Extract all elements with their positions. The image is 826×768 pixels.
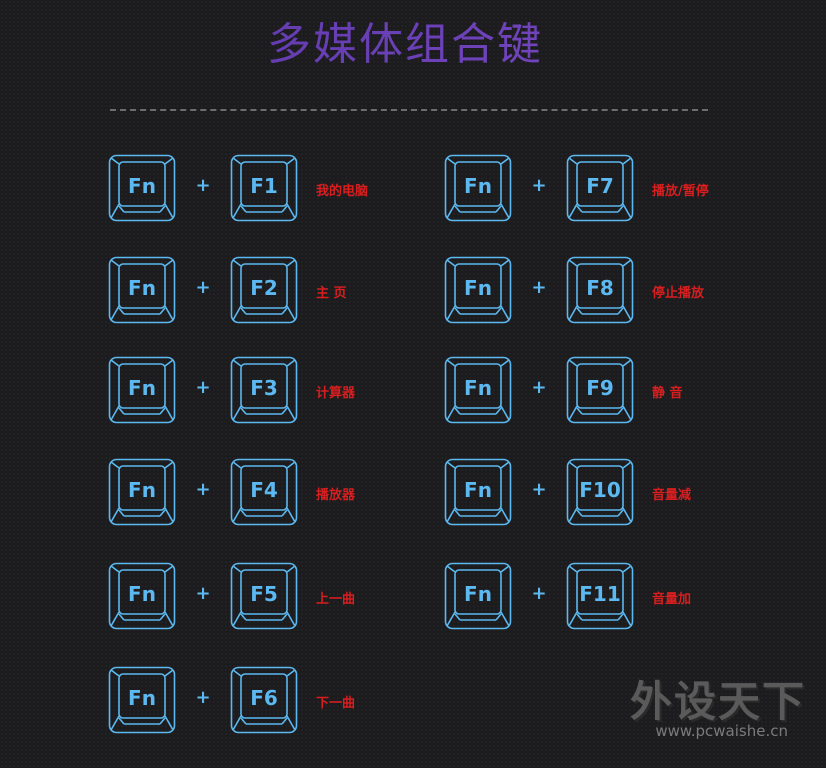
key-label: Fn	[128, 174, 156, 198]
fn-key: Fn	[108, 256, 176, 324]
plus-sign: +	[531, 277, 547, 298]
plus-sign: +	[531, 479, 547, 500]
dashed-divider	[110, 109, 708, 111]
key-label: F5	[250, 582, 278, 606]
key-label: F4	[250, 478, 278, 502]
key-label: F10	[579, 478, 621, 502]
function-key: F7	[566, 154, 634, 222]
function-key: F3	[230, 356, 298, 424]
plus-sign: +	[195, 277, 211, 298]
fn-key: Fn	[108, 458, 176, 526]
function-key: F9	[566, 356, 634, 424]
function-key: F10	[566, 458, 634, 526]
key-label: F1	[250, 174, 278, 198]
key-label: F9	[586, 376, 614, 400]
key-label: F6	[250, 686, 278, 710]
shortcut-action: 静 音	[652, 386, 683, 401]
function-key: F4	[230, 458, 298, 526]
key-label: F2	[250, 276, 278, 300]
key-label: F3	[250, 376, 278, 400]
key-label: F7	[586, 174, 614, 198]
fn-key: Fn	[444, 256, 512, 324]
shortcut-action: 播放器	[316, 488, 356, 503]
fn-key: Fn	[108, 356, 176, 424]
function-key: F1	[230, 154, 298, 222]
key-label: F8	[586, 276, 614, 300]
plus-sign: +	[195, 377, 211, 398]
shortcut-action: 主 页	[316, 286, 347, 301]
shortcut-action: 播放/暂停	[652, 184, 709, 199]
plus-sign: +	[195, 583, 211, 604]
key-label: Fn	[464, 174, 492, 198]
fn-key: Fn	[108, 666, 176, 734]
key-label: Fn	[128, 478, 156, 502]
fn-key: Fn	[444, 154, 512, 222]
fn-key: Fn	[108, 562, 176, 630]
key-label: Fn	[128, 686, 156, 710]
key-label: Fn	[128, 376, 156, 400]
plus-sign: +	[195, 687, 211, 708]
key-label: Fn	[464, 478, 492, 502]
shortcut-action: 上一曲	[316, 592, 356, 607]
fn-key: Fn	[444, 458, 512, 526]
key-label: Fn	[464, 376, 492, 400]
plus-sign: +	[531, 377, 547, 398]
plus-sign: +	[531, 583, 547, 604]
shortcut-action: 停止播放	[652, 286, 705, 301]
key-label: Fn	[464, 582, 492, 606]
fn-key: Fn	[108, 154, 176, 222]
shortcut-action: 我的电脑	[316, 184, 369, 199]
shortcut-action: 音量减	[652, 488, 692, 503]
watermark: 外设天下 www.pcwaishe.cn	[620, 668, 810, 758]
watermark-url: www.pcwaishe.cn	[655, 722, 788, 740]
key-label: F11	[579, 582, 621, 606]
function-key: F6	[230, 666, 298, 734]
fn-key: Fn	[444, 562, 512, 630]
function-key: F2	[230, 256, 298, 324]
fn-key: Fn	[444, 356, 512, 424]
key-label: Fn	[464, 276, 492, 300]
shortcut-action: 下一曲	[316, 696, 356, 711]
watermark-brand: 外设天下	[629, 677, 806, 726]
plus-sign: +	[531, 175, 547, 196]
key-label: Fn	[128, 276, 156, 300]
plus-sign: +	[195, 479, 211, 500]
page-title: 多媒体组合键	[0, 8, 818, 72]
shortcut-action: 音量加	[652, 592, 692, 607]
function-key: F11	[566, 562, 634, 630]
plus-sign: +	[195, 175, 211, 196]
shortcut-action: 计算器	[316, 386, 356, 401]
key-label: Fn	[128, 582, 156, 606]
function-key: F5	[230, 562, 298, 630]
function-key: F8	[566, 256, 634, 324]
